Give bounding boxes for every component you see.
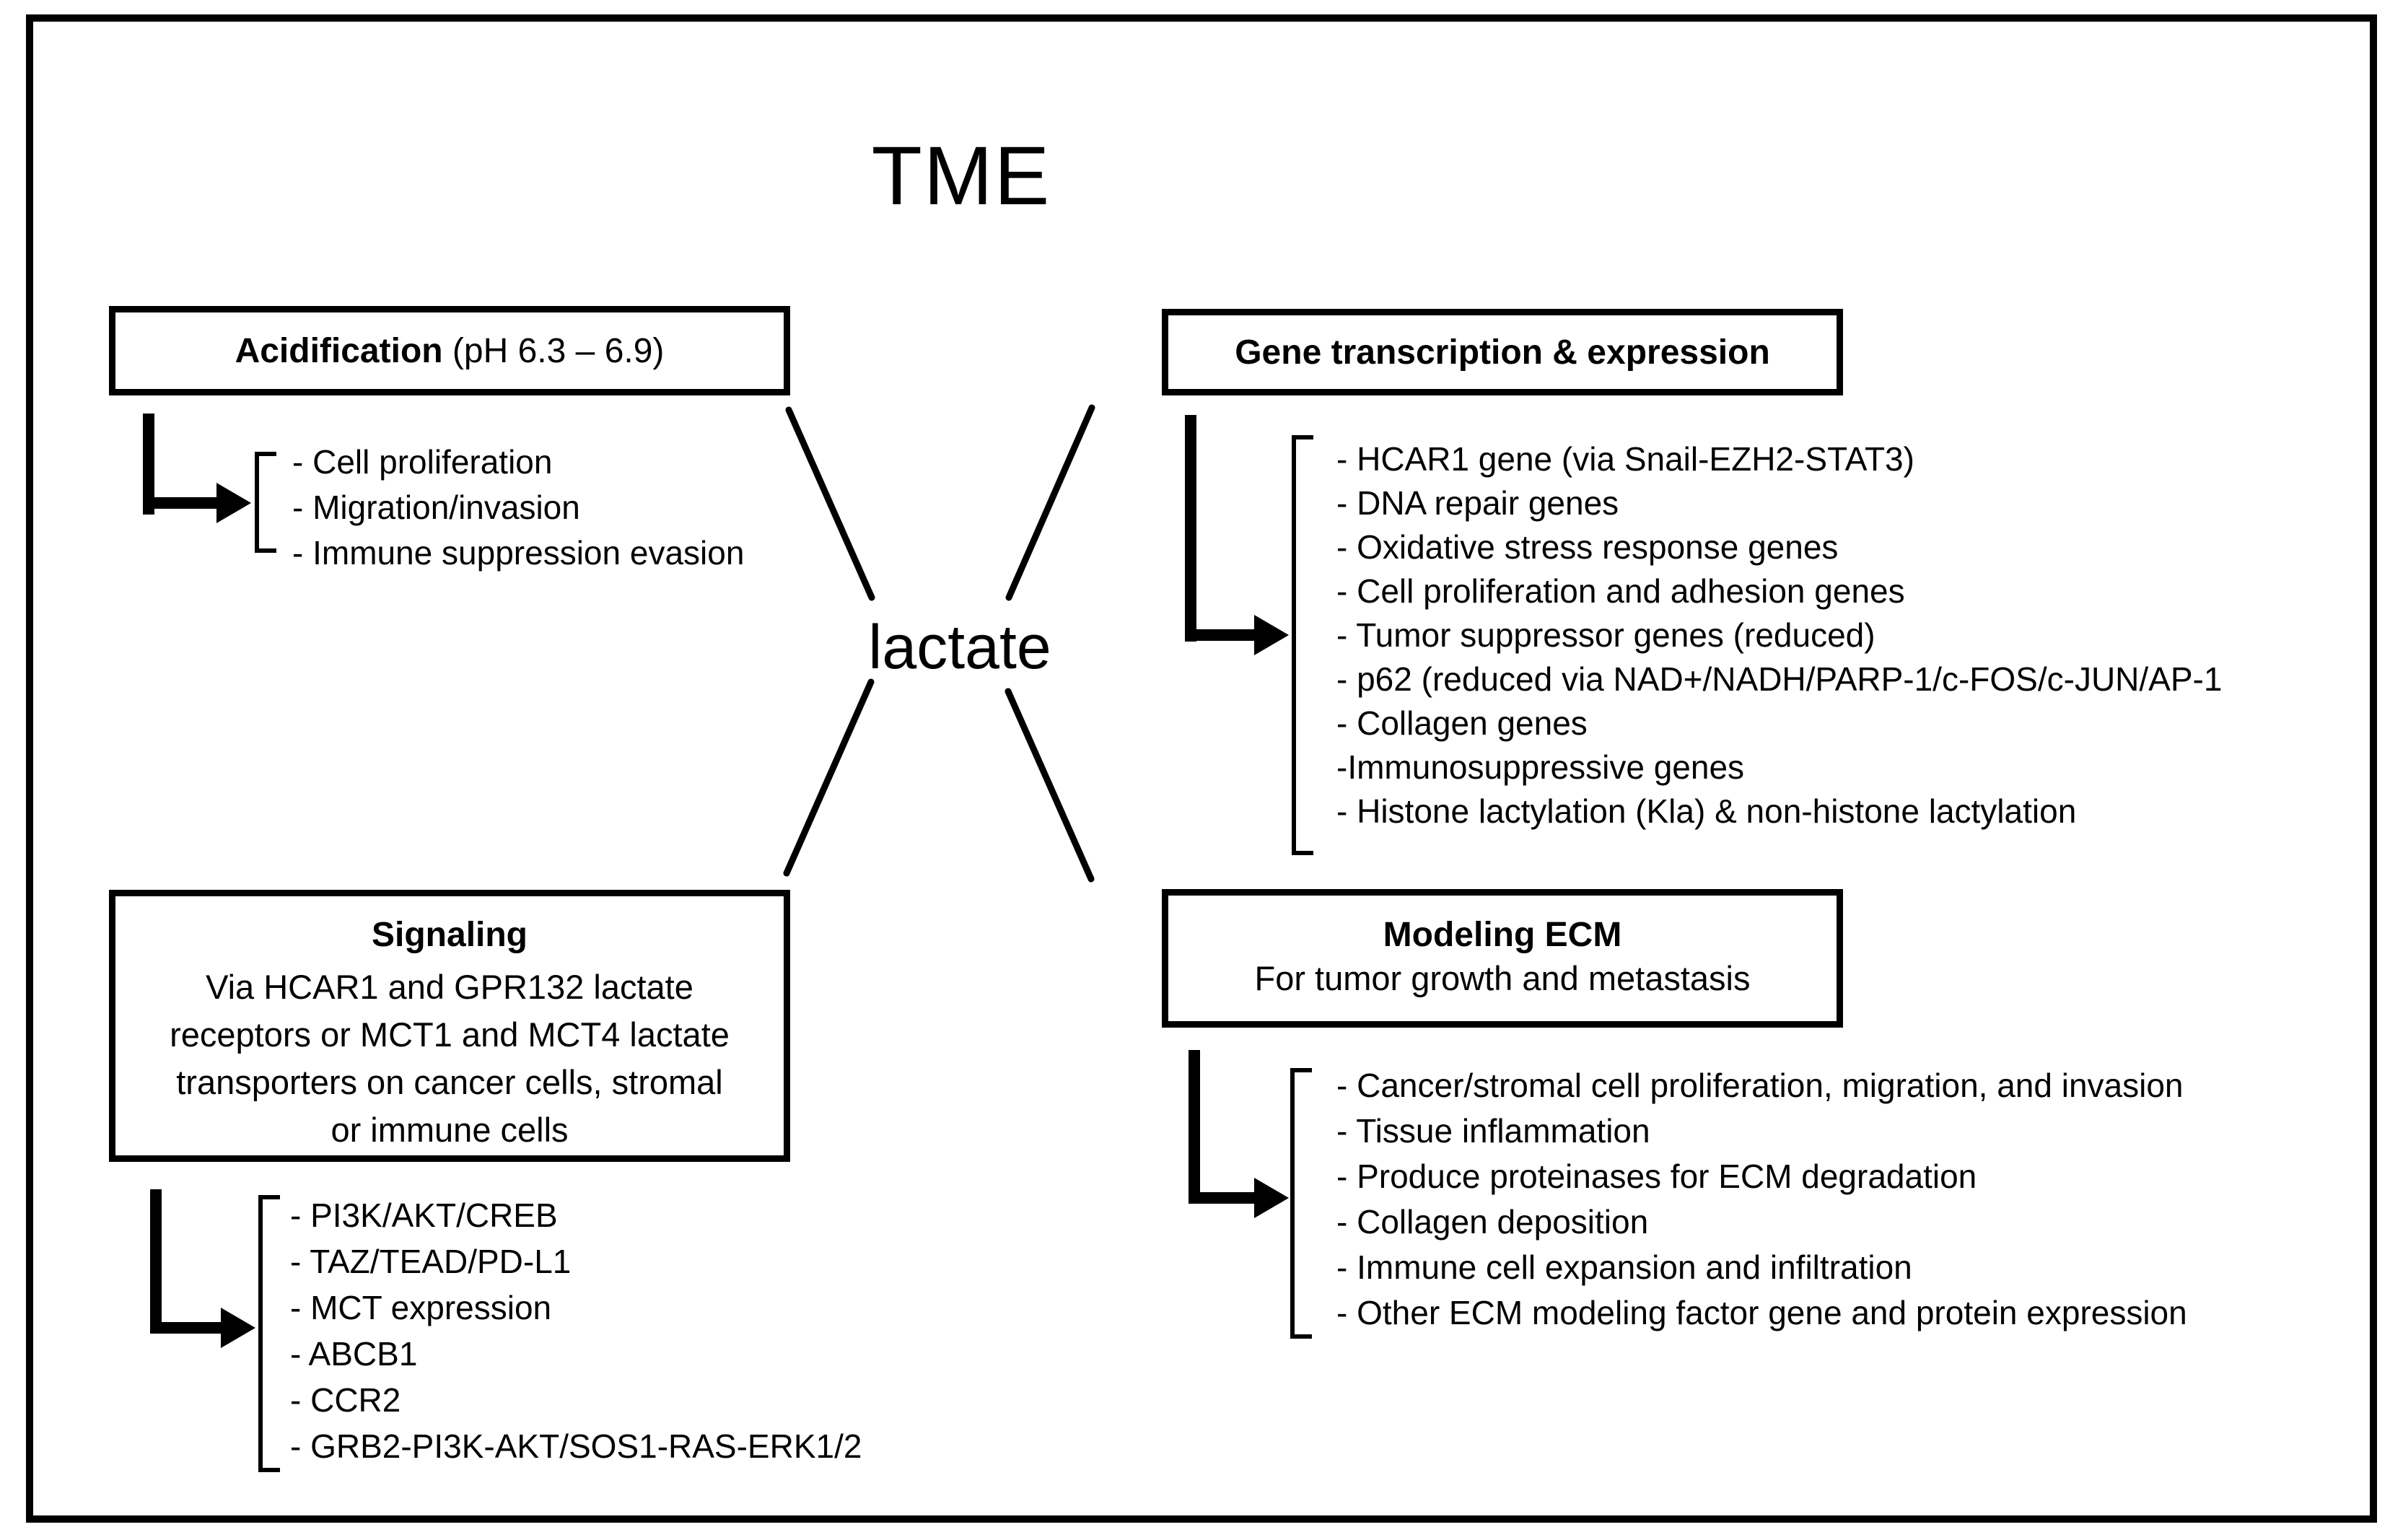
list-item: - Cell proliferation xyxy=(292,443,553,481)
arrow-gene-vertical xyxy=(1185,415,1196,642)
list-item: - Cancer/stromal cell proliferation, mig… xyxy=(1336,1067,2184,1104)
list-modeling: - Cancer/stromal cell proliferation, mig… xyxy=(1336,1063,2187,1336)
arrow-gene-head xyxy=(1254,615,1289,655)
list-item: - DNA repair genes xyxy=(1336,484,1619,522)
list-item: - p62 (reduced via NAD+/NADH/PARP-1/c-FO… xyxy=(1336,660,2223,698)
box-signaling-body-line: receptors or MCT1 and MCT4 lactate xyxy=(170,1015,730,1054)
bracket-gene xyxy=(1292,435,1313,855)
box-gene-title: Gene transcription & expression xyxy=(1235,333,1770,372)
list-item: - HCAR1 gene (via Snail-EZH2-STAT3) xyxy=(1336,440,1914,478)
list-item: - Collagen deposition xyxy=(1336,1203,1649,1241)
list-gene: - HCAR1 gene (via Snail-EZH2-STAT3) - DNA… xyxy=(1336,437,2222,834)
list-item: -Immunosuppressive genes xyxy=(1336,748,1745,786)
list-item: - TAZ/TEAD/PD-L1 xyxy=(290,1243,572,1280)
box-signaling-body-line: transporters on cancer cells, stromal xyxy=(176,1063,723,1101)
box-acidification-title: Acidification (pH 6.3 – 6.9) xyxy=(235,331,665,371)
list-item: - ABCB1 xyxy=(290,1335,418,1373)
list-item: - Other ECM modeling factor gene and pro… xyxy=(1336,1294,2187,1331)
list-item: - GRB2-PI3K-AKT/SOS1-RAS-ERK1/2 xyxy=(290,1427,862,1465)
list-item: - Immune cell expansion and infiltration xyxy=(1336,1248,1912,1286)
arrow-modeling-head xyxy=(1254,1178,1289,1218)
box-signaling-title: Signaling xyxy=(372,916,528,954)
arrow-signaling-horizontal xyxy=(150,1322,222,1334)
list-item: - Immune suppression evasion xyxy=(292,534,745,572)
box-acidification-title-bold: Acidification xyxy=(235,331,443,370)
list-item: - Cell proliferation and adhesion genes xyxy=(1336,572,1905,610)
arrow-modeling-vertical xyxy=(1189,1050,1200,1204)
arrow-gene-horizontal xyxy=(1185,629,1256,641)
box-acidification-title-ph: (pH 6.3 – 6.9) xyxy=(442,331,665,370)
box-modeling-subtitle: For tumor growth and metastasis xyxy=(1254,958,1751,997)
list-signaling: - PI3K/AKT/CREB - TAZ/TEAD/PD-L1 - MCT exp… xyxy=(290,1192,862,1469)
list-item: - Histone lactylation (Kla) & non-histon… xyxy=(1336,792,2077,830)
list-item: - Tissue inflammation xyxy=(1336,1112,1650,1150)
arrow-signaling-vertical xyxy=(150,1189,162,1334)
box-modeling-title: Modeling ECM xyxy=(1383,915,1622,954)
arrow-modeling-horizontal xyxy=(1189,1192,1256,1204)
list-item: - Tumor suppressor genes (reduced) xyxy=(1336,616,1875,654)
box-signaling-body-line: Via HCAR1 and GPR132 lactate xyxy=(206,968,693,1006)
box-signaling-body: Via HCAR1 and GPR132 lactate receptors or… xyxy=(170,963,730,1154)
page-title: TME xyxy=(871,130,1051,222)
box-gene-transcription: Gene transcription & expression xyxy=(1162,309,1843,395)
list-item: - Produce proteinases for ECM degradatio… xyxy=(1336,1158,1977,1195)
list-item: - Migration/invasion xyxy=(292,489,580,526)
box-signaling: Signaling Via HCAR1 and GPR132 lactate re… xyxy=(109,890,790,1162)
arrow-acidification-vertical xyxy=(143,414,154,515)
bracket-acidification xyxy=(255,452,276,553)
bracket-modeling xyxy=(1290,1068,1312,1339)
list-item: - Collagen genes xyxy=(1336,704,1588,742)
box-acidification: Acidification (pH 6.3 – 6.9) xyxy=(109,306,790,395)
list-item: - MCT expression xyxy=(290,1289,552,1326)
box-signaling-body-line: or immune cells xyxy=(331,1111,569,1149)
arrow-acidification-head xyxy=(216,483,251,523)
list-item: - Oxidative stress response genes xyxy=(1336,528,1839,566)
arrow-acidification-horizontal xyxy=(143,497,218,509)
list-acidification: - Cell proliferation - Migration/invasion… xyxy=(292,439,744,576)
box-modeling-ecm: Modeling ECM For tumor growth and metast… xyxy=(1162,889,1843,1028)
outer-border xyxy=(26,14,2377,1523)
list-item: - PI3K/AKT/CREB xyxy=(290,1196,558,1234)
arrow-signaling-head xyxy=(221,1308,255,1348)
list-item: - CCR2 xyxy=(290,1381,401,1419)
center-node-lactate: lactate xyxy=(868,613,1051,682)
bracket-signaling xyxy=(258,1195,280,1472)
